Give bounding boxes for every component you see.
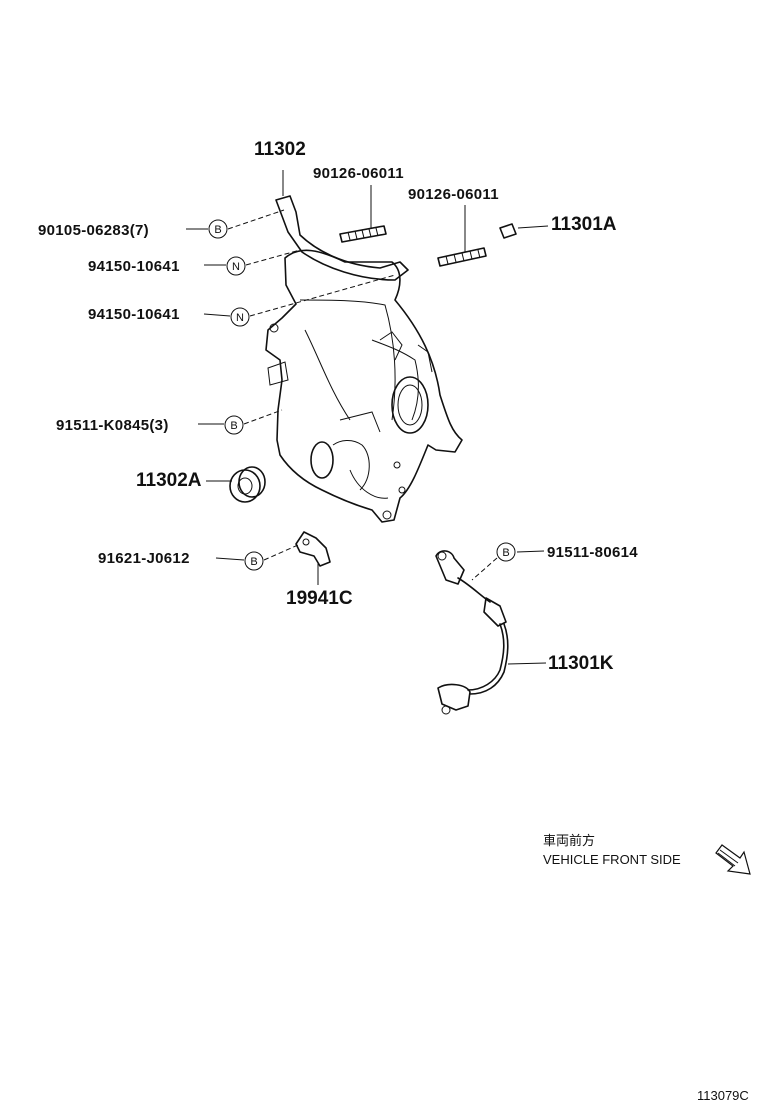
sensor-11301k — [435, 550, 547, 715]
svg-text:N: N — [232, 261, 240, 273]
symbol-b-90105: B — [208, 219, 228, 239]
figure-id: 113079C — [697, 1088, 749, 1103]
label-90105: 90105-06283(7) — [38, 222, 149, 239]
bracket-19941c — [295, 531, 331, 585]
label-90126-upper: 90126-06011 — [313, 165, 404, 182]
symbol-n-lower: N — [230, 307, 250, 327]
symbol-b-91511k: B — [224, 415, 244, 435]
leader-lines — [186, 209, 545, 581]
orientation-english: VEHICLE FRONT SIDE — [543, 852, 681, 867]
orientation-japanese: 車両前方 — [543, 833, 595, 848]
label-11302a: 11302A — [136, 470, 202, 491]
stud-bolt-lower — [437, 205, 487, 267]
front-direction-arrow-icon — [715, 844, 751, 875]
label-11301a: 11301A — [551, 214, 617, 235]
label-91621: 91621-J0612 — [98, 550, 190, 567]
label-94150-upper: 94150-10641 — [88, 258, 180, 275]
label-90126-lower: 90126-06011 — [408, 186, 499, 203]
cover-bracket-11302 — [275, 170, 409, 281]
oil-seal-11302a — [206, 466, 266, 503]
label-91511-k0845: 91511-K0845(3) — [56, 417, 169, 434]
symbol-n-upper: N — [226, 256, 246, 276]
svg-text:B: B — [502, 547, 509, 559]
timing-chain-cover — [265, 249, 463, 523]
label-91511-80614: 91511-80614 — [547, 544, 638, 561]
symbol-b-91511-8: B — [496, 542, 516, 562]
svg-text:B: B — [230, 420, 237, 432]
svg-text:N: N — [236, 312, 244, 324]
stud-bolt-upper — [339, 185, 387, 243]
svg-text:B: B — [250, 556, 257, 568]
label-11302: 11302 — [254, 139, 306, 160]
label-94150-lower: 94150-10641 — [88, 306, 180, 323]
svg-text:B: B — [214, 224, 221, 236]
label-11301k: 11301K — [548, 653, 614, 674]
label-19941c: 19941C — [286, 588, 353, 609]
plug-11301a — [499, 223, 549, 239]
symbol-b-91621: B — [244, 551, 264, 571]
